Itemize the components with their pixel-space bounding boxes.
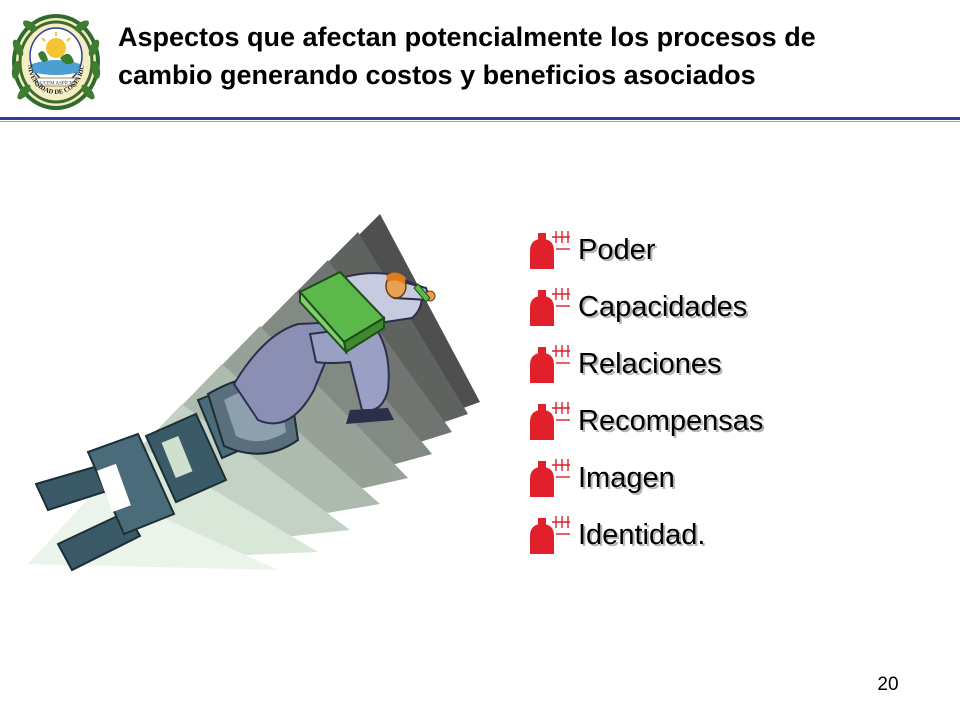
bullet-label: Relaciones (578, 348, 722, 380)
list-item: Identidad. (526, 507, 763, 564)
bullet-label: Capacidades (578, 291, 748, 323)
page-title-line-1: Aspectos que afectan potencialmente los … (118, 22, 816, 52)
list-item: Poder (526, 222, 763, 279)
svg-text:LUCEM ASPICIO: LUCEM ASPICIO (37, 82, 75, 87)
bullet-label: Recompensas (578, 405, 764, 437)
bomb-icon (530, 230, 570, 269)
bomb-icon (530, 458, 570, 497)
list-item: Relaciones (526, 336, 763, 393)
bullet-label: Imagen (578, 462, 675, 494)
bomb-icon (530, 287, 570, 326)
bomb-icon (530, 344, 570, 383)
list-item: Capacidades (526, 279, 763, 336)
page-title-line-2: cambio generando costos y beneficios aso… (118, 60, 756, 90)
man-breaking-chain-icon (28, 214, 480, 572)
bullet-list: Poder Capacidades (526, 222, 763, 564)
bomb-icon (530, 401, 570, 440)
header-divider-thin (0, 121, 960, 122)
page-title: Aspectos que afectan potencialmente los … (118, 18, 948, 94)
bullet-label: Poder (578, 234, 656, 266)
bomb-icon (530, 515, 570, 554)
page-number: 20 (877, 674, 899, 695)
bullet-label: Identidad. (578, 519, 706, 551)
header-divider (0, 117, 960, 120)
list-item: Imagen (526, 450, 763, 507)
list-item: Recompensas (526, 393, 763, 450)
